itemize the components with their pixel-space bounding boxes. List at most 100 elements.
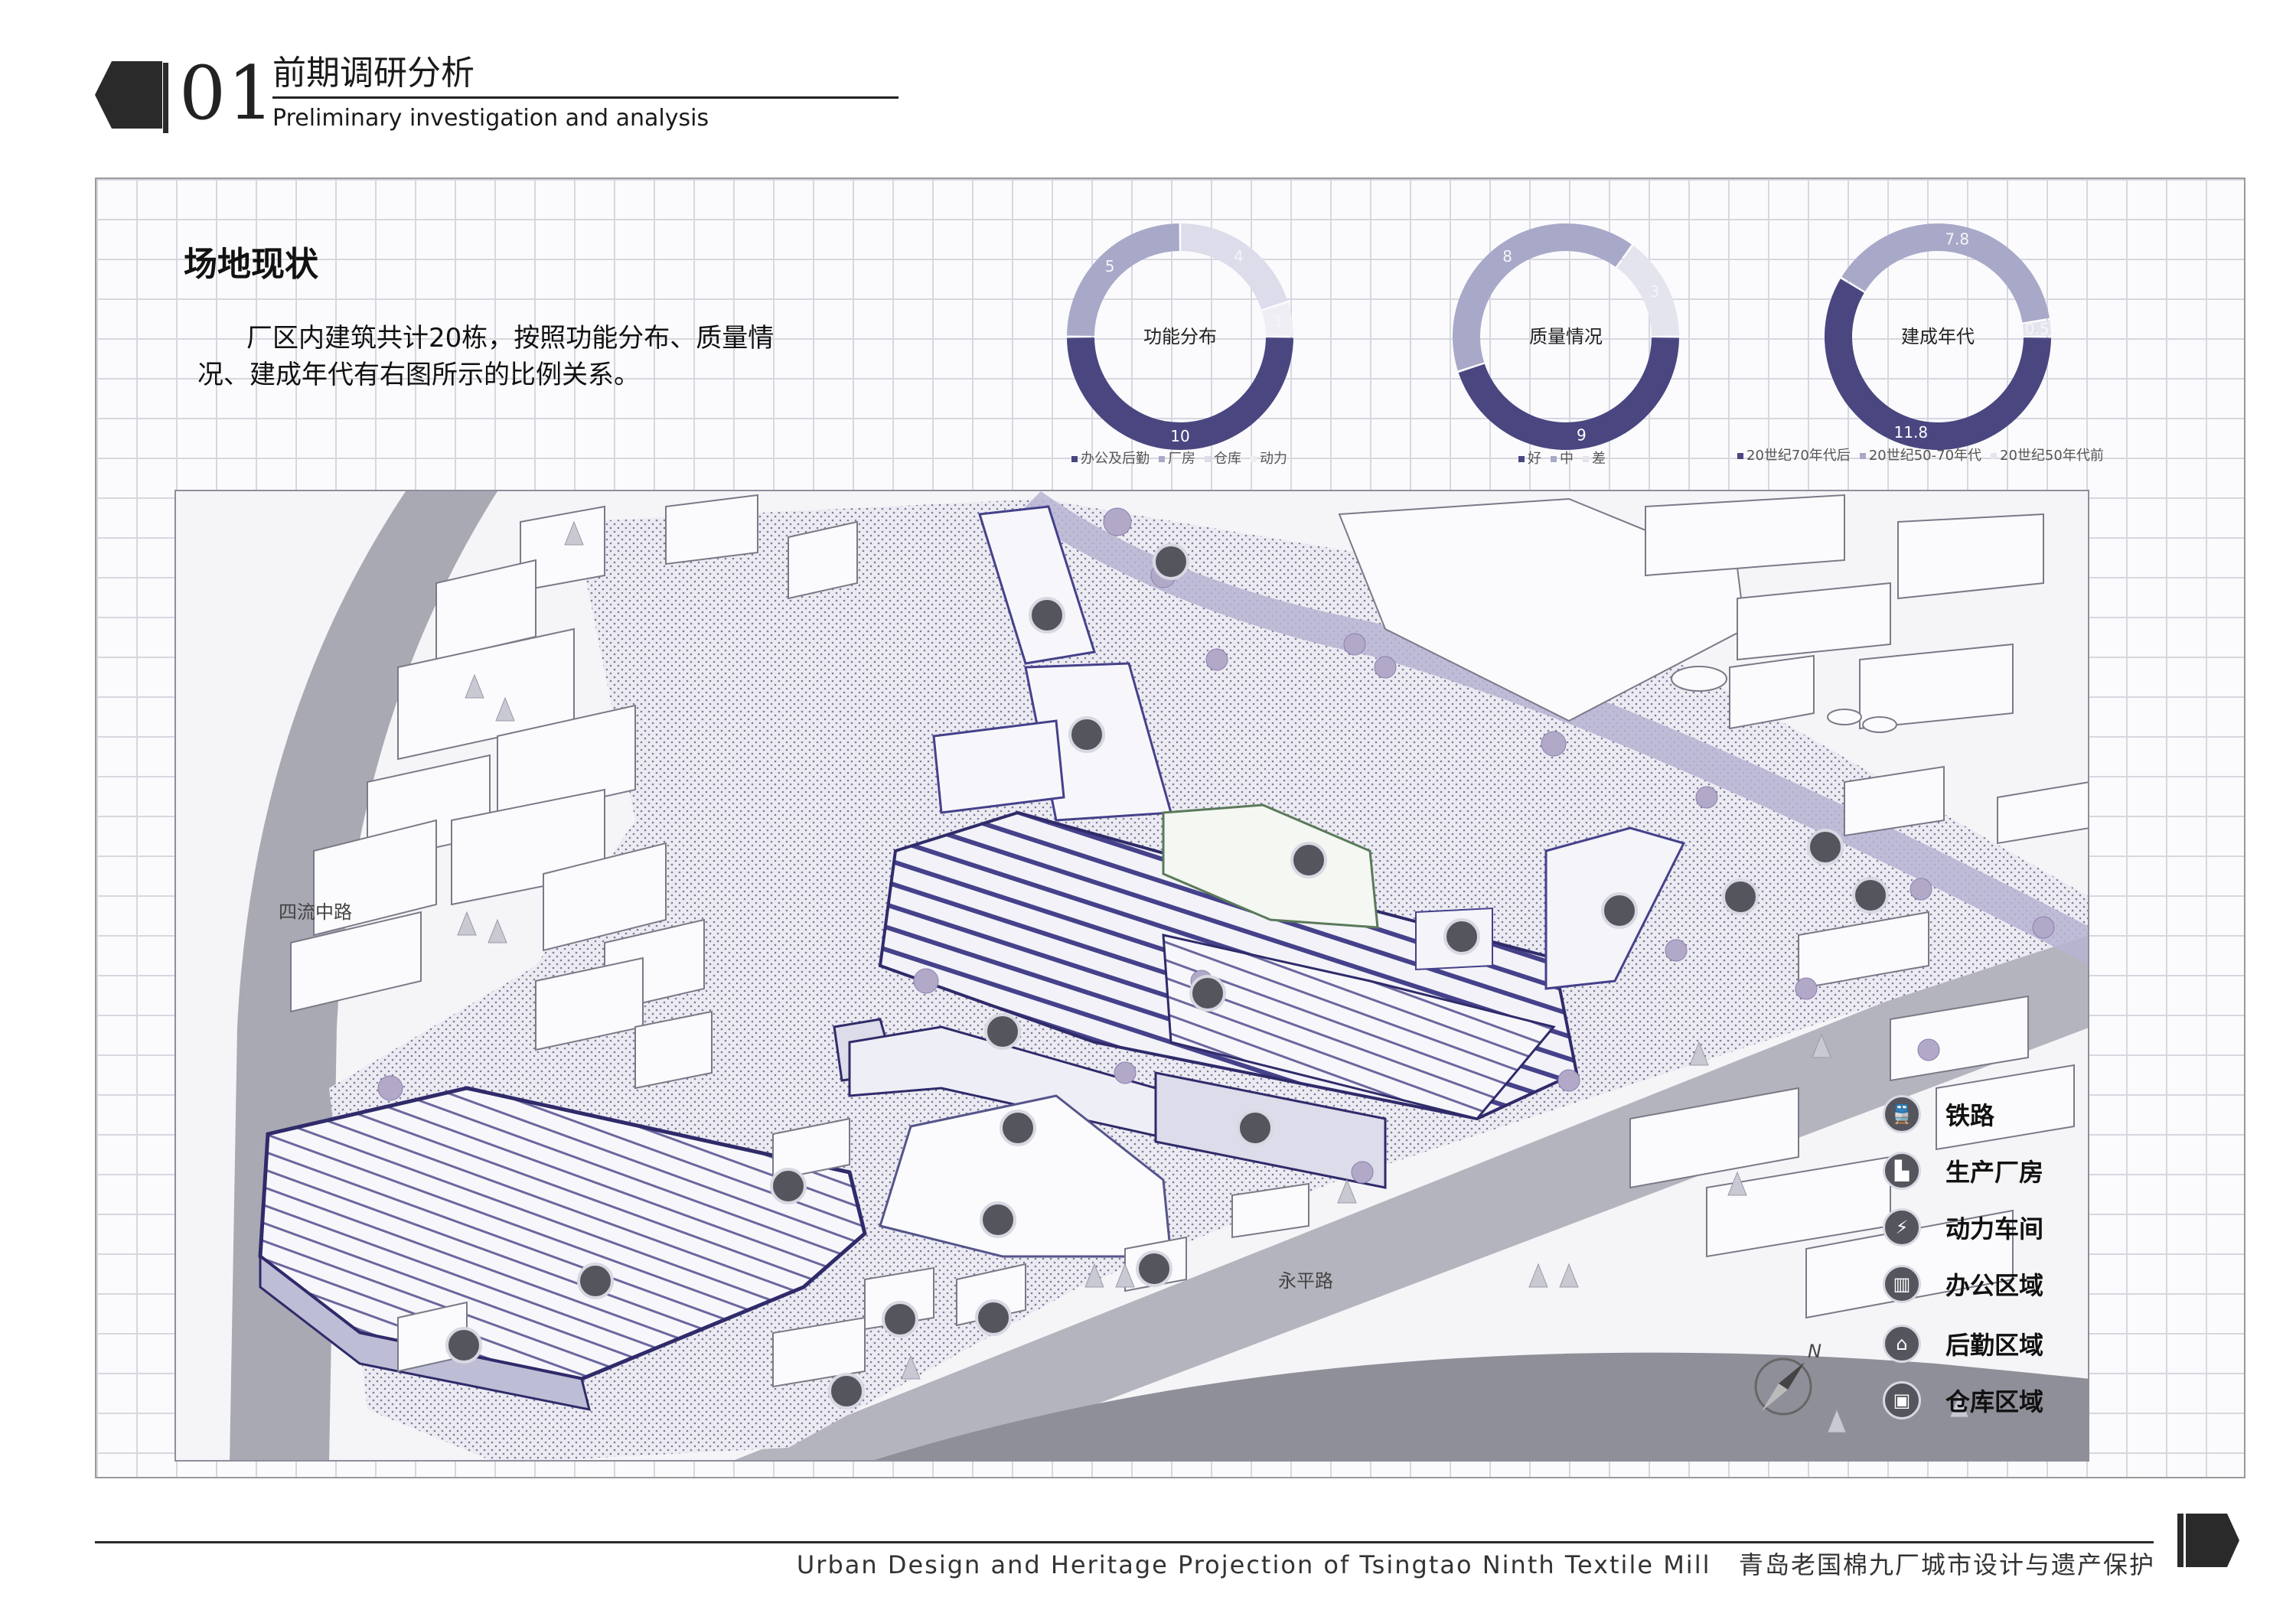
- donut-value-label: 9: [1577, 425, 1587, 444]
- legend-item: 20世纪70年代后: [1737, 448, 1851, 464]
- legend-swatch: [1991, 453, 1998, 459]
- legend-label: 仓库: [1214, 451, 1241, 467]
- footer-rule: [95, 1541, 2154, 1543]
- road-label-south: 永平路: [1278, 1270, 1333, 1292]
- factory-icon: ▙: [1883, 1152, 1921, 1190]
- donut-slice: [1616, 246, 1679, 336]
- header-divider: [163, 63, 168, 133]
- site-map-drawing: [176, 491, 2088, 1460]
- legend-row-logistics: ⌂ 后勤区域: [1883, 1322, 2043, 1365]
- donut-chart-quality: 9 8 3 质量情况: [1451, 222, 1681, 451]
- legend-label: 仓库区域: [1945, 1387, 2044, 1416]
- section-number: 01: [179, 51, 276, 136]
- legend-row-warehouse: ▣ 仓库区域: [1883, 1379, 2043, 1422]
- legend-row-office: ▥ 办公区域: [1883, 1263, 2043, 1305]
- road-label-west: 四流中路: [279, 901, 352, 923]
- intro-text: 厂区内建筑共计20栋，按照功能分布、质量情况、建成年代有右图所示的比例关系。: [197, 323, 775, 390]
- north-label: N: [1808, 1341, 1821, 1362]
- donut-slice: [1181, 223, 1288, 310]
- legend-label: 20世纪50年代前: [2000, 448, 2104, 464]
- logistics-icon: ⌂: [1883, 1325, 1921, 1363]
- footer-title-cn: 青岛老国棉九厂城市设计与遗产保护: [1738, 1550, 2155, 1579]
- legend-item: 中: [1551, 451, 1574, 467]
- chart-legend-function: 办公及后勤 厂房 仓库 动力: [1071, 450, 1296, 468]
- footer-hexagon-icon: [2186, 1514, 2239, 1567]
- office-icon: ▥: [1883, 1265, 1921, 1303]
- north-arrow-icon: [1754, 1357, 1812, 1416]
- page-title-en: Preliminary investigation and analysis: [272, 105, 709, 132]
- legend-label: 办公区域: [1945, 1271, 2044, 1300]
- legend-row-power: ⚡ 动力车间: [1883, 1206, 2043, 1249]
- donut-slice: [1067, 223, 1179, 336]
- legend-item: 好: [1518, 451, 1541, 467]
- legend-label: 动力车间: [1945, 1214, 2044, 1243]
- legend-item: 办公及后勤: [1071, 451, 1150, 467]
- legend-swatch: [1159, 456, 1165, 462]
- legend-swatch: [1251, 456, 1257, 462]
- donut-chart-function: 10 5 4 1 功能分布: [1065, 222, 1295, 451]
- legend-item: 20世纪50年代前: [1991, 448, 2104, 464]
- donut-value-label: 5: [1105, 257, 1115, 275]
- site-axonometric-map: 四流中路 永平路 N: [174, 490, 2089, 1462]
- legend-label: 20世纪70年代后: [1746, 448, 1851, 464]
- page-title-cn: 前期调研分析: [272, 54, 475, 93]
- legend-label: 中: [1560, 451, 1574, 467]
- donut-slice: [1841, 223, 2050, 323]
- donut-value-label: 1: [1274, 312, 1283, 331]
- legend-item: 厂房: [1159, 451, 1195, 467]
- legend-label: 生产厂房: [1945, 1158, 2044, 1187]
- legend-row-factory: ▙ 生产厂房: [1883, 1149, 2043, 1192]
- legend-item: 动力: [1251, 451, 1287, 467]
- donut-svg: 11.8 7.8 0.5 建成年代: [1825, 223, 2051, 450]
- donut-value-label: 3: [1649, 282, 1659, 301]
- donut-chart-age: 11.8 7.8 0.5 建成年代: [1823, 222, 2053, 451]
- donut-value-label: 7.8: [1945, 230, 1969, 248]
- legend-item: 差: [1583, 451, 1606, 467]
- railway-icon: 🚆: [1883, 1095, 1921, 1133]
- donut-slice: [1458, 337, 1679, 451]
- donut-value-label: 8: [1502, 247, 1512, 266]
- legend-swatch: [1737, 453, 1743, 459]
- legend-item: 仓库: [1205, 451, 1241, 467]
- chart-legend-age: 20世纪70年代后 20世纪50-70年代 20世纪50年代前: [1737, 447, 2113, 465]
- legend-label: 差: [1592, 451, 1606, 467]
- footer-divider: [2177, 1514, 2183, 1567]
- donut-value-label: 10: [1170, 427, 1189, 445]
- donut-slice: [1261, 302, 1293, 336]
- legend-swatch: [1518, 456, 1525, 462]
- footer-title-en: Urban Design and Heritage Projection of …: [796, 1550, 1711, 1579]
- legend-row-railway: 🚆 铁路: [1883, 1093, 1994, 1136]
- donut-title: 功能分布: [1143, 326, 1217, 347]
- legend-label: 好: [1528, 451, 1541, 467]
- legend-label: 动力: [1260, 451, 1287, 467]
- legend-label: 厂房: [1168, 451, 1195, 467]
- section-title: 场地现状: [184, 245, 318, 284]
- header-rule: [272, 96, 899, 99]
- header-hexagon-icon: [95, 61, 162, 129]
- legend-label: 铁路: [1945, 1101, 1995, 1130]
- donut-svg: 9 8 3 质量情况: [1453, 223, 1679, 451]
- donut-value-label: 0.5: [2025, 320, 2050, 338]
- donut-slice: [1825, 279, 2051, 450]
- donut-svg: 10 5 4 1 功能分布: [1067, 223, 1293, 451]
- legend-swatch: [1071, 456, 1078, 462]
- donut-value-label: 4: [1234, 247, 1244, 266]
- donut-value-label: 11.8: [1894, 423, 1929, 442]
- footer-text: Urban Design and Heritage Projection of …: [797, 1547, 2155, 1582]
- donut-title: 建成年代: [1901, 326, 1975, 347]
- legend-label: 办公及后勤: [1081, 451, 1150, 467]
- legend-label: 20世纪50-70年代: [1868, 448, 1982, 464]
- donut-slice: [1067, 337, 1293, 451]
- donut-title: 质量情况: [1529, 326, 1603, 347]
- power-icon: ⚡: [1883, 1208, 1921, 1247]
- warehouse-icon: ▣: [1883, 1381, 1921, 1419]
- legend-swatch: [1205, 456, 1211, 462]
- legend-swatch: [1551, 456, 1557, 462]
- legend-label: 后勤区域: [1945, 1331, 2044, 1360]
- donut-slice: [1453, 223, 1632, 371]
- donut-slice: [2022, 320, 2051, 336]
- chart-legend-quality: 好中差: [1518, 450, 1615, 468]
- legend-swatch: [1859, 453, 1866, 459]
- legend-item: 20世纪50-70年代: [1859, 448, 1982, 464]
- legend-swatch: [1583, 456, 1589, 462]
